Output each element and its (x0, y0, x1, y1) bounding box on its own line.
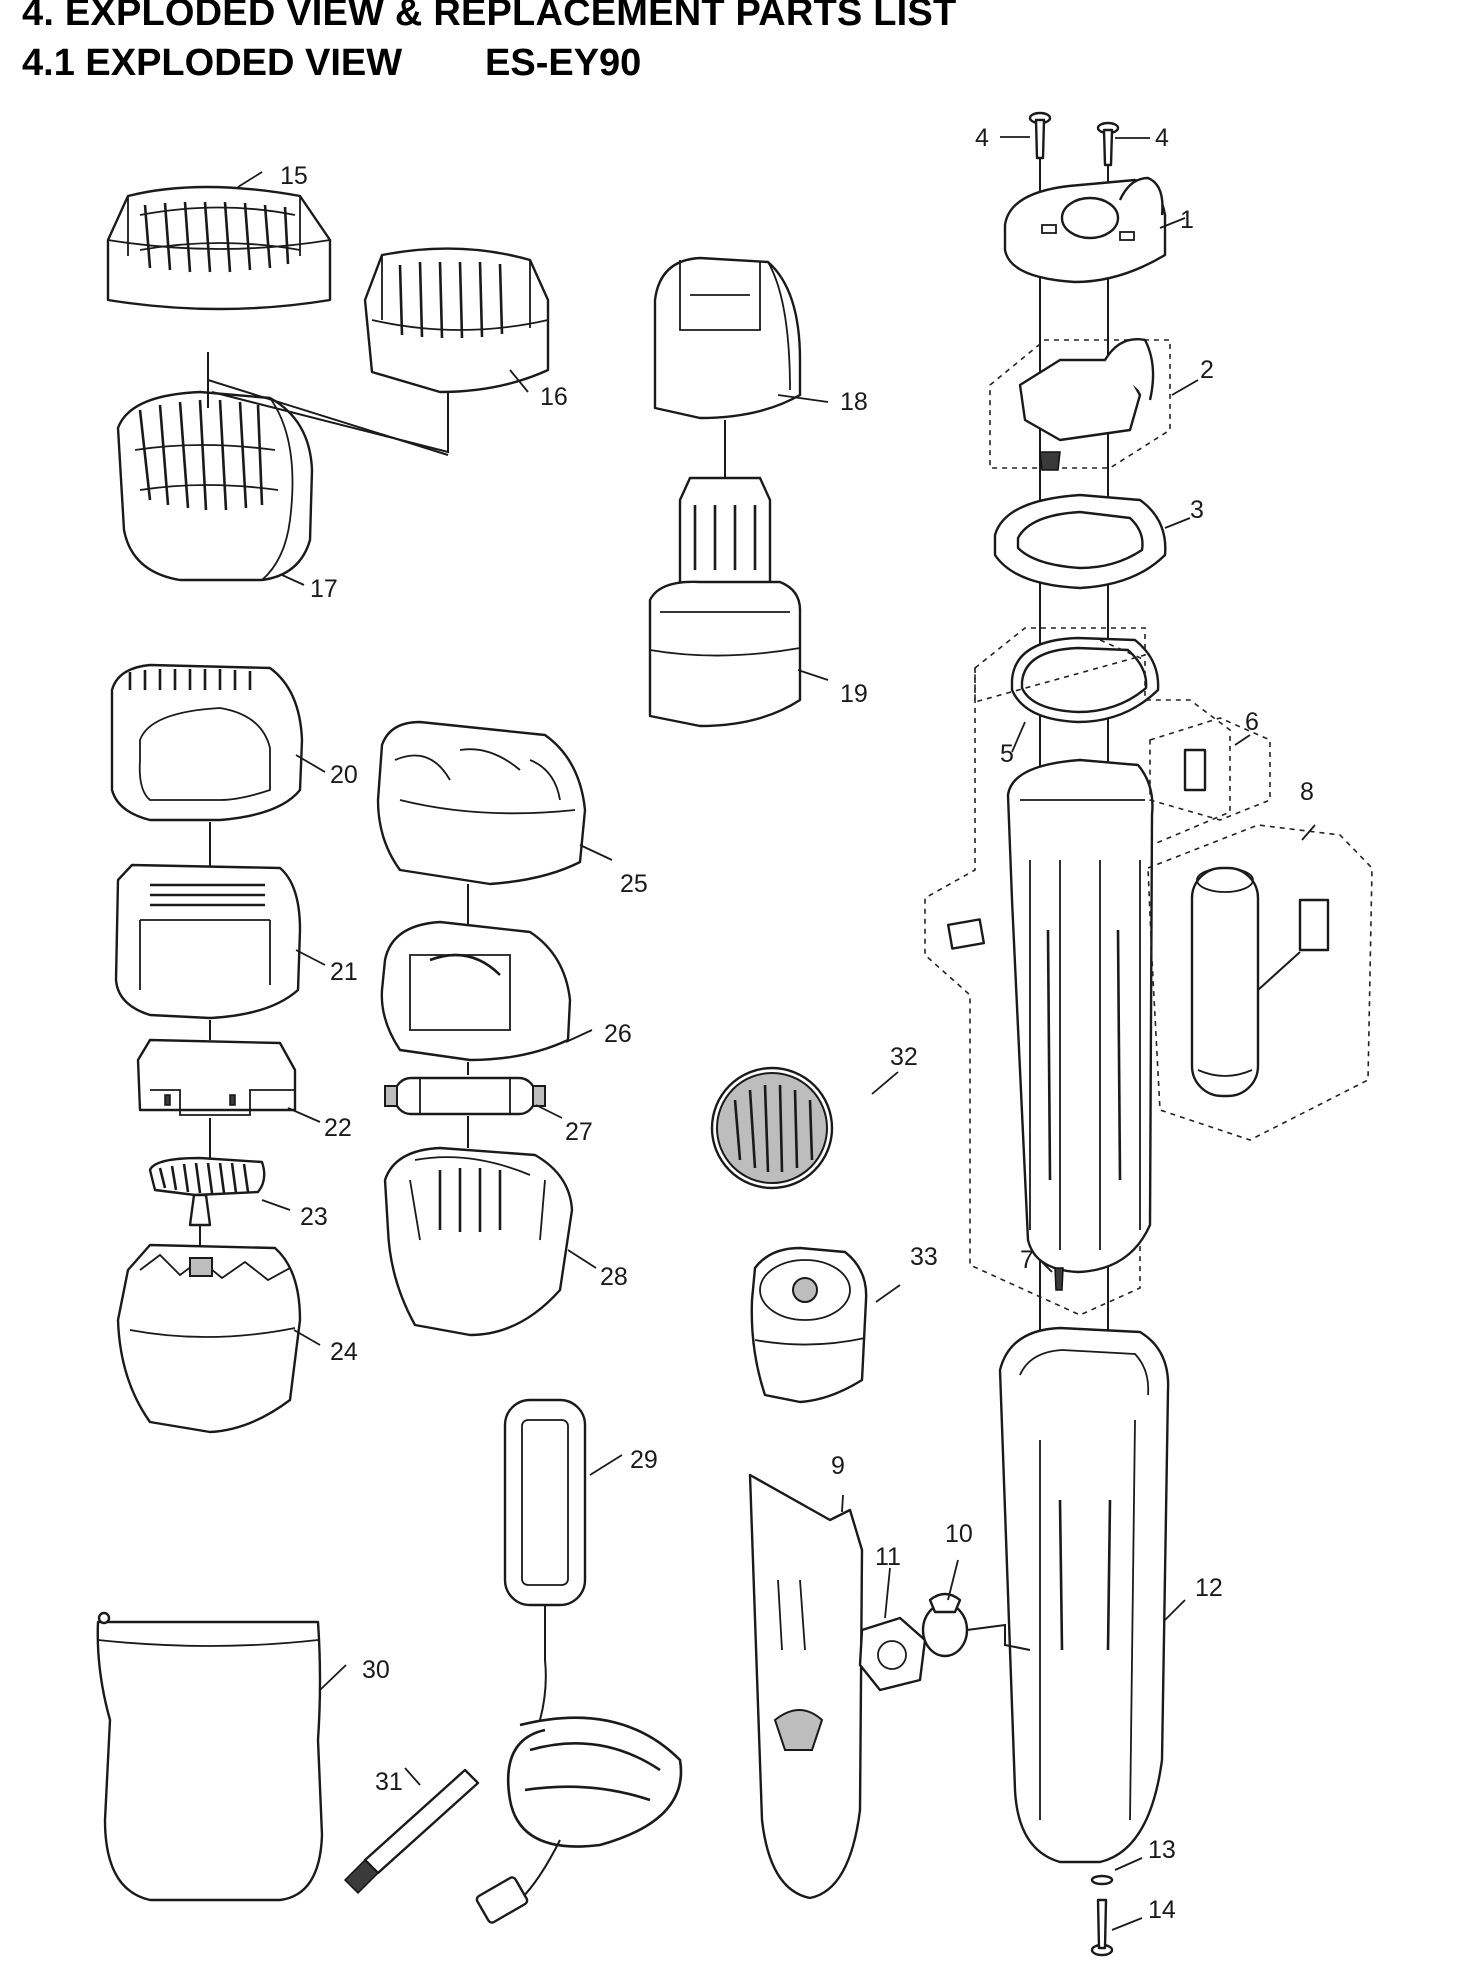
trimmer-cap-18 (653, 256, 802, 420)
callout-16: 16 (540, 383, 568, 411)
callout-1: 1 (1180, 206, 1194, 234)
roller-27 (384, 1076, 546, 1116)
callout-27: 27 (565, 1118, 593, 1146)
callout-2: 2 (1200, 356, 1214, 384)
callout-11: 11 (875, 1543, 901, 1571)
callout-21: 21 (330, 958, 358, 986)
callout-25: 25 (620, 870, 648, 898)
head-base-28 (383, 1146, 574, 1337)
callout-12: 12 (1195, 1574, 1223, 1602)
callout-24: 24 (330, 1338, 358, 1366)
brush-head-32 (710, 1066, 834, 1190)
screw-4b (1096, 121, 1120, 167)
callout-14: 14 (1148, 1896, 1176, 1924)
back-cover-9 (748, 1473, 864, 1900)
foil-frame-22 (136, 1038, 297, 1116)
callout-33: 33 (910, 1243, 938, 1271)
callout-10: 10 (945, 1520, 973, 1548)
callout-32: 32 (890, 1043, 918, 1071)
callout-17: 17 (310, 575, 338, 603)
o-ring-5 (1010, 636, 1160, 724)
callout-22: 22 (324, 1114, 352, 1142)
main-frame (924, 639, 1231, 1316)
callout-26: 26 (604, 1020, 632, 1048)
callout-7: 7 (1020, 1246, 1034, 1274)
epilator-head-17 (116, 390, 314, 582)
cleaning-brush-31 (343, 1768, 480, 1895)
ac-adaptor-29 (475, 1398, 683, 1924)
callout-29: 29 (630, 1446, 658, 1474)
pad-left (946, 918, 986, 950)
epilator-cap-16 (363, 247, 550, 394)
callout-31: 31 (375, 1768, 403, 1796)
leader-lines (237, 136, 1316, 1931)
pad-6 (1149, 717, 1271, 821)
page-title: 4. EXPLODED VIEW & REPLACEMENT PARTS LIS… (22, 0, 957, 34)
callout-4-left: 4 (975, 124, 989, 152)
switch-knob-10 (921, 1592, 969, 1658)
callout-numbers: 4 4 1 2 3 5 6 8 7 9 11 10 12 13 14 15 16… (280, 124, 1314, 1924)
shaver-cover-21 (114, 863, 302, 1020)
washer-13 (1090, 1874, 1114, 1886)
cap-25 (376, 720, 587, 886)
callout-15: 15 (280, 162, 308, 190)
battery-8 (1147, 824, 1373, 1141)
callout-19: 19 (840, 680, 868, 708)
callout-13: 13 (1148, 1836, 1176, 1864)
attachment-26 (380, 920, 572, 1062)
screw-7 (1054, 1267, 1064, 1291)
callout-8: 8 (1300, 778, 1314, 806)
brush-base-33 (750, 1246, 868, 1404)
section-title: 4.1 EXPLODED VIEW (22, 42, 403, 84)
connector-16-17 (207, 352, 449, 456)
callout-9: 9 (831, 1452, 845, 1480)
connector-knob (966, 1623, 1031, 1651)
bracket-11 (858, 1616, 927, 1692)
callout-28: 28 (600, 1263, 628, 1291)
callout-6: 6 (1245, 708, 1259, 736)
screw-4a (1028, 111, 1052, 160)
callout-23: 23 (300, 1203, 328, 1231)
epilator-cap-15 (106, 185, 332, 311)
comb-attachment-20 (110, 663, 304, 822)
callout-3: 3 (1190, 496, 1204, 524)
callout-5: 5 (1000, 740, 1014, 768)
case-12 (998, 1326, 1170, 1864)
shaver-head-24 (116, 1243, 302, 1434)
inner-blade-23 (148, 1156, 266, 1227)
screw-14 (1090, 1898, 1114, 1957)
frame-ring-3 (993, 493, 1167, 590)
callout-30: 30 (362, 1656, 390, 1684)
o-ring-group-outline (974, 627, 1146, 704)
pouch-30 (96, 1611, 324, 1902)
callout-20: 20 (330, 761, 358, 789)
top-cover-1 (1003, 176, 1167, 284)
callout-4-right: 4 (1155, 124, 1169, 152)
model-number: ES-EY90 (485, 42, 642, 84)
callout-18: 18 (840, 388, 868, 416)
trimmer-head-19 (648, 476, 802, 728)
gear-unit-2 (989, 338, 1171, 471)
